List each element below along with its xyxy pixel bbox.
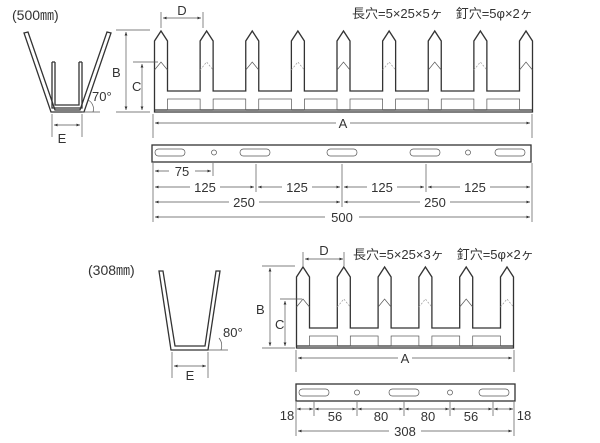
base-slot-tab	[472, 335, 501, 347]
top-label-c: C	[132, 79, 141, 94]
spike-chevron	[291, 61, 305, 71]
spike-chevron	[337, 298, 351, 308]
spike-chevron	[245, 61, 260, 71]
spike-chevron	[473, 61, 488, 71]
bottom-label-e: E	[186, 368, 195, 383]
top-dimensions	[152, 163, 533, 224]
bottom-cross-section	[158, 270, 228, 378]
spike-outline	[295, 265, 515, 349]
base-slot-tab	[167, 98, 201, 111]
base-slot-tab	[390, 335, 420, 347]
top-label-a: A	[339, 116, 348, 131]
dim-18-right: 18	[517, 408, 531, 423]
base-slot-tab	[258, 98, 292, 111]
spike-chevron	[382, 61, 396, 71]
dim-56-1: 56	[328, 409, 342, 424]
dim-250-1: 250	[233, 195, 255, 210]
dim-125-1: 125	[194, 180, 216, 195]
dim-18-left: 18	[280, 408, 294, 423]
bottom-spike-strip	[295, 265, 515, 349]
top-label-b: B	[112, 65, 121, 80]
base-slot-tab	[304, 98, 338, 111]
spike-chevron	[459, 298, 473, 308]
top-size-label: (500㎜)	[12, 7, 59, 23]
dim-125-3: 125	[371, 180, 393, 195]
base-slot-tab	[349, 98, 383, 111]
top-cross-section	[23, 31, 112, 137]
top-spike-strip	[153, 29, 534, 113]
spike-chevron	[500, 298, 514, 308]
top-mounting-plate	[151, 144, 532, 163]
top-label-d: D	[177, 3, 186, 18]
base-slot-tab	[212, 98, 247, 111]
spike-chevron	[427, 61, 442, 71]
spike-chevron	[336, 61, 351, 71]
spike-chevron	[199, 61, 214, 71]
base-slot-tab	[349, 335, 379, 347]
bottom-label-c: C	[275, 317, 284, 332]
base-slot-tab	[431, 335, 461, 347]
bottom-label-d: D	[319, 243, 328, 258]
dim-80-2: 80	[421, 409, 435, 424]
spike-chevron	[377, 298, 392, 308]
spike-chevron	[154, 61, 168, 71]
spike-chevron	[519, 61, 533, 71]
bottom-dimensions	[295, 402, 515, 438]
base-slot-tab	[395, 98, 429, 111]
spike-outline	[153, 29, 534, 113]
bottom-mounting-plate	[295, 383, 516, 402]
base-slot-tab	[440, 98, 475, 111]
bottom-holes-spec: 長穴=5×25×3ヶ 釘穴=5φ×2ヶ	[353, 247, 534, 262]
dim-75: 75	[175, 164, 189, 179]
dim-125-4: 125	[464, 180, 486, 195]
top-angle-label: 70°	[92, 89, 112, 104]
dim-80-1: 80	[374, 409, 388, 424]
spike-chevron	[418, 298, 433, 308]
top-holes-spec: 長穴=5×25×5ヶ 釘穴=5φ×2ヶ	[352, 6, 533, 21]
bottom-label-b: B	[256, 302, 265, 317]
bottom-label-a: A	[401, 351, 410, 366]
bottom-size-label: (308㎜)	[88, 262, 135, 278]
spike-chevron	[296, 298, 310, 308]
base-slot-tab	[486, 98, 520, 111]
top-label-e: E	[58, 131, 67, 146]
dim-250-2: 250	[424, 195, 446, 210]
dim-500: 500	[331, 210, 353, 225]
base-slot-tab	[309, 335, 338, 347]
dim-308: 308	[394, 424, 416, 439]
bottom-angle-label: 80°	[223, 325, 243, 340]
dim-56-2: 56	[464, 409, 478, 424]
dim-125-2: 125	[286, 180, 308, 195]
